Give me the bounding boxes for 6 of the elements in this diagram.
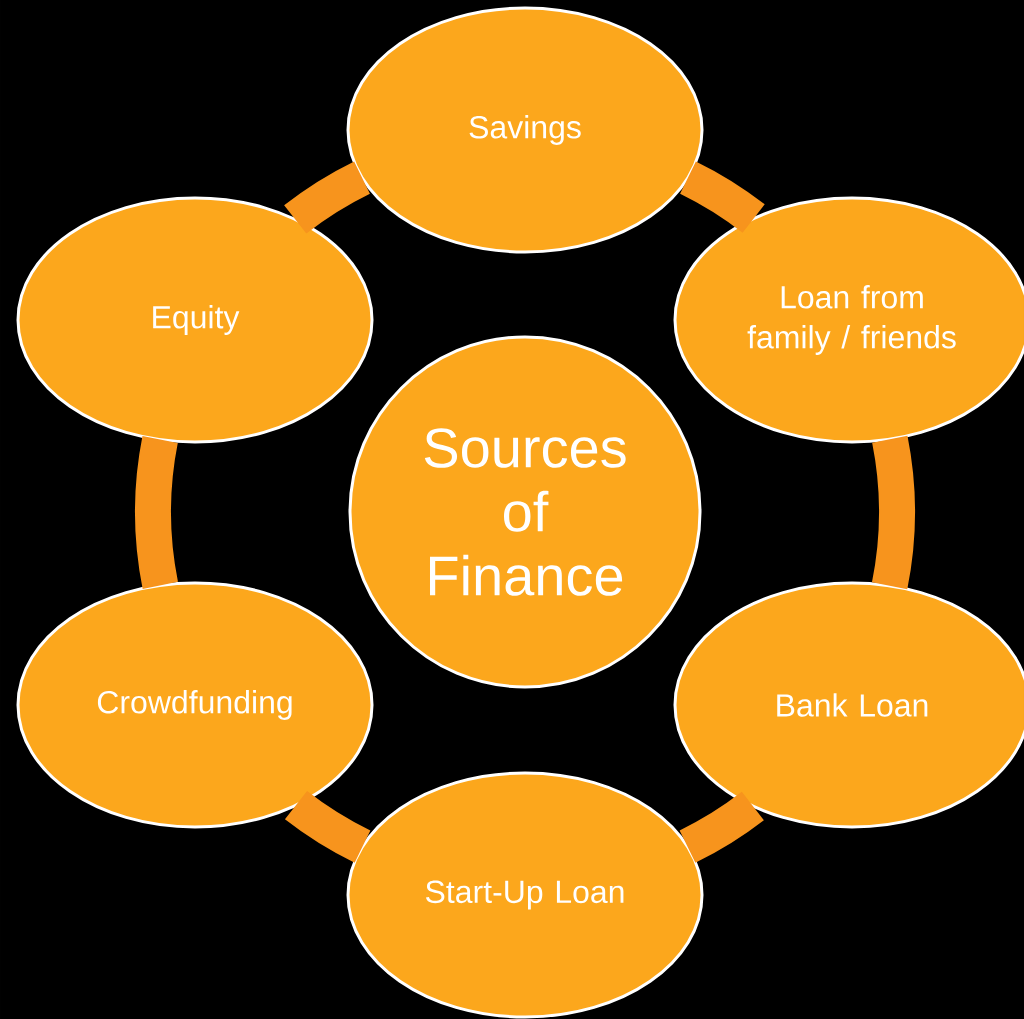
ring-segment: [135, 436, 178, 589]
ring-segment: [679, 791, 764, 863]
ring-segment: [284, 161, 371, 234]
ring-segment: [285, 790, 371, 863]
ring-segment: [679, 161, 765, 233]
ring-segment: [871, 435, 915, 590]
